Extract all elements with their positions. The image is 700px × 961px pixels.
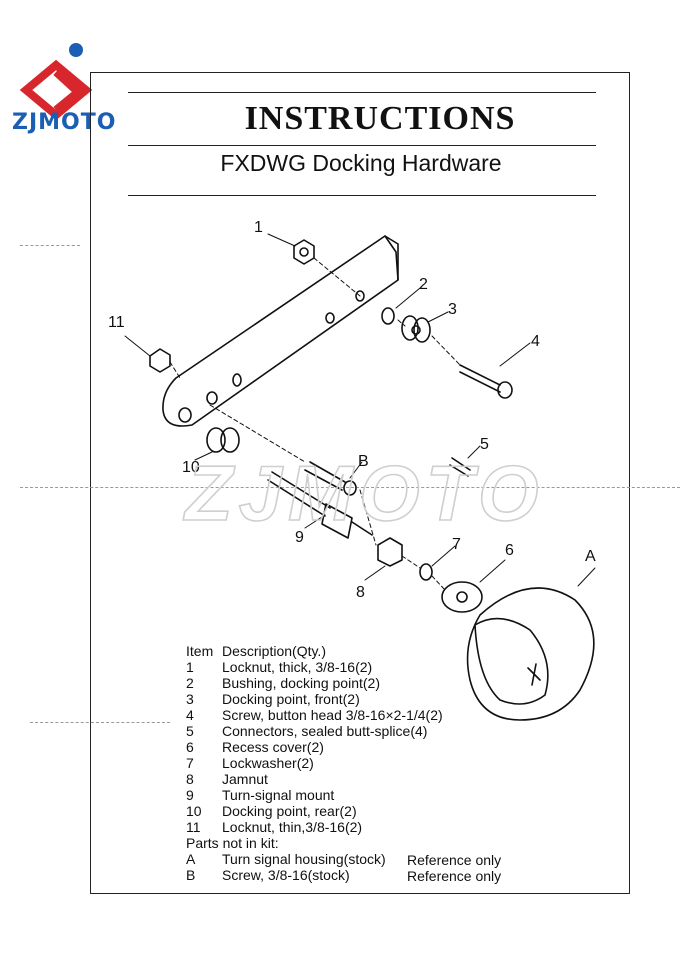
- callout-8: 8: [356, 584, 365, 601]
- parts-list-heading: Item Description(Qty.): [186, 643, 326, 659]
- mounting-bracket: [162, 235, 399, 427]
- scan-mark: [30, 722, 170, 723]
- mounting-bracket-edge: [384, 235, 399, 281]
- part-8-jamnut: [377, 537, 403, 567]
- part-b-screw: [304, 461, 357, 496]
- callout-7: 7: [452, 536, 461, 553]
- brand-logo: [19, 43, 93, 121]
- callout-2: 2: [419, 276, 428, 293]
- page-title: INSTRUCTIONS: [244, 100, 516, 137]
- callout-a: A: [585, 548, 596, 565]
- part-9-turn-signal-mount: [267, 471, 373, 539]
- title-rule-bottom: [128, 195, 596, 196]
- callout-5: 5: [480, 436, 489, 453]
- part-4-screw: [459, 364, 513, 399]
- scan-mark: [20, 245, 80, 246]
- watermark-text: ZJMOTO: [183, 449, 545, 537]
- callout-6: 6: [505, 542, 514, 559]
- title-rule-middle: [128, 145, 596, 146]
- part-1-locknut: [293, 239, 315, 265]
- not-in-kit-heading: Parts not in kit:: [186, 835, 279, 851]
- callout-9: 9: [295, 529, 304, 546]
- title-rule-top: [128, 92, 596, 93]
- part-2-bushing: [381, 307, 395, 325]
- logo-diamond-icon: [19, 59, 93, 121]
- part-10-docking-point-rear: [206, 427, 240, 453]
- callout-3: 3: [448, 301, 457, 318]
- part-11-locknut: [149, 348, 171, 373]
- callout-10: 10: [182, 459, 200, 476]
- part-5-connector: [449, 457, 471, 477]
- callout-b: B: [358, 453, 369, 470]
- brand-logo-text: ZJMOTO: [12, 110, 117, 135]
- reference-note: Reference only: [407, 852, 502, 868]
- scan-mark: [20, 487, 680, 488]
- callout-4: 4: [531, 333, 540, 350]
- logo-dot-icon: [69, 43, 83, 57]
- part-7-lockwasher: [419, 563, 433, 581]
- callout-11: 11: [108, 314, 125, 331]
- part-3-docking-point-front: [401, 315, 431, 343]
- callout-1: 1: [254, 219, 263, 236]
- part-a-turn-signal-housing: [466, 587, 595, 721]
- instruction-frame: [90, 72, 630, 894]
- part-6-recess-cover: [441, 581, 483, 613]
- page-subtitle: FXDWG Docking Hardware: [220, 150, 502, 176]
- reference-note: Reference only: [407, 868, 502, 884]
